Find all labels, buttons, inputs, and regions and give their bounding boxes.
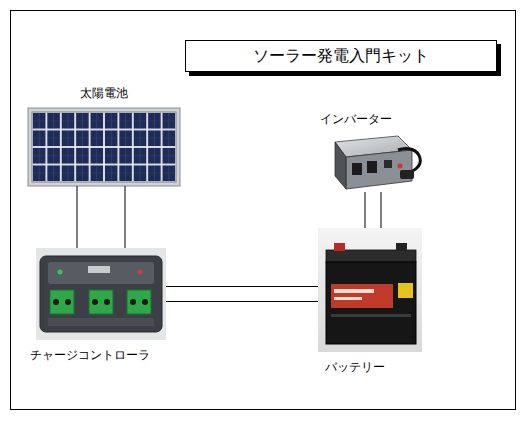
device-label: チャージコントローラ [30, 348, 150, 362]
charge-controller-illustration [36, 248, 166, 340]
device-node: 太陽電池 [28, 108, 180, 186]
wire-connector [365, 192, 381, 228]
wire-connector [166, 287, 318, 302]
wire-line [166, 286, 318, 287]
wire-line [125, 186, 126, 248]
diagram-title: ソーラー発電入門キット [185, 40, 497, 72]
wire-line [77, 186, 78, 248]
inverter-illustration [335, 136, 420, 189]
wire-line [381, 192, 382, 228]
device-node: インバーター [330, 136, 416, 192]
outer-frame [11, 11, 516, 410]
device-node: バッテリー [318, 228, 422, 352]
device-label: インバーター [320, 112, 392, 126]
wire-connector [77, 186, 125, 248]
device-node: チャージコントローラ [36, 248, 166, 340]
solar-panel-illustration [28, 108, 180, 186]
device-label: 太陽電池 [80, 86, 128, 100]
wire-line [365, 192, 366, 228]
wire-line [166, 301, 318, 302]
battery-illustration [318, 228, 422, 352]
device-label: バッテリー [325, 360, 385, 374]
